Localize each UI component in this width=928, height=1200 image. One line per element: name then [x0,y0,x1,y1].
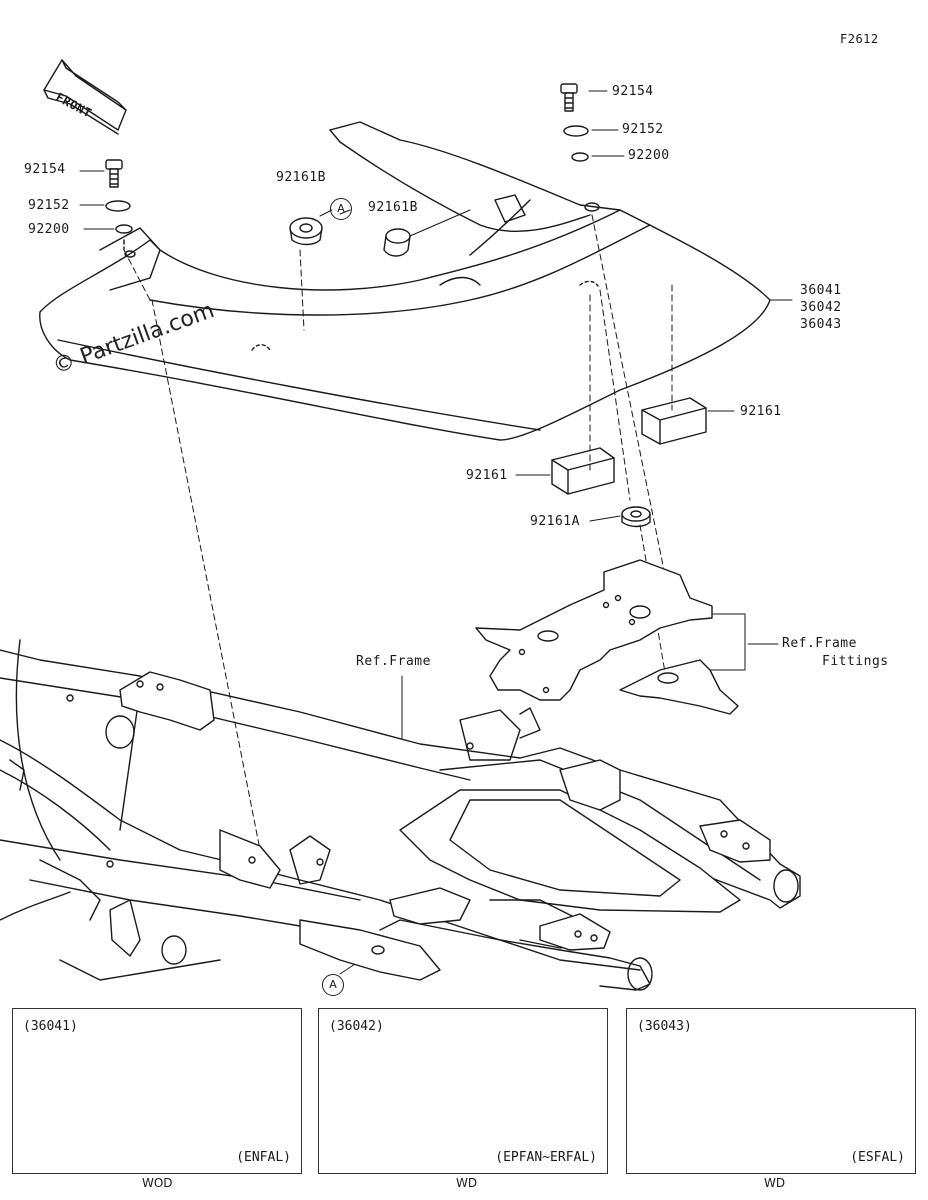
variant-box-36041: (36041) (ENFAL) [12,1008,302,1174]
grommet-b-upper-icon [289,217,323,246]
right-bolt-icon [560,83,578,112]
variant-tag: (ENFAL) [236,1150,291,1165]
ref-frame-fittings-line2: Fittings [822,654,889,669]
left-grommet-icon [115,224,133,234]
grommet-b-lower-icon [383,228,411,257]
variant-box-36042: (36042) (EPFAN~ERFAL) [318,1008,608,1174]
damper-block-right-icon [641,397,707,445]
variant-under-label: WOD [142,1176,173,1190]
part-label-right-bolt: 92154 [612,84,654,99]
variant-tag: (EPFAN~ERFAL) [495,1150,597,1165]
ref-frame-label: Ref.Frame [356,654,431,669]
part-label-left-bolt: 92154 [24,162,66,177]
variant-code: (36042) [329,1019,384,1034]
part-label-grommet-b2: 92161B [368,200,418,215]
figure-code: F2612 [840,32,879,46]
part-label-left-washer: 92152 [28,198,70,213]
callout-a-lower: A [322,974,344,996]
seat-cover-body [39,121,771,441]
main-frame [0,639,801,991]
part-label-right-grommet: 92200 [628,148,670,163]
variant-tag: (ESFAL) [850,1150,905,1165]
variant-under-label: WD [764,1176,786,1190]
callout-a-upper: A [330,198,352,220]
variant-code: (36043) [637,1019,692,1034]
variant-box-36043: (36043) (ESFAL) [626,1008,916,1174]
left-washer-icon [105,200,131,212]
part-label-damper-left: 92161 [466,468,508,483]
part-label-grommet-a: 92161A [530,514,580,529]
left-bolt-icon [105,159,123,188]
ref-frame-fittings-line1: Ref.Frame [782,636,857,651]
front-arrow-icon [43,59,127,135]
frame-fittings-bracket [475,559,739,715]
part-label-cover-1: 36041 [800,283,842,298]
part-label-right-washer: 92152 [622,122,664,137]
right-grommet-icon [571,152,589,162]
part-label-cover-3: 36043 [800,317,842,332]
part-label-left-grommet: 92200 [28,222,70,237]
variant-code: (36041) [23,1019,78,1034]
damper-block-left-icon [551,447,615,495]
part-label-cover-2: 36042 [800,300,842,315]
right-washer-icon [563,125,589,137]
grommet-a-icon [621,506,651,528]
variant-under-label: WD [456,1176,478,1190]
part-label-grommet-b1: 92161B [276,170,326,185]
part-label-damper-right: 92161 [740,404,782,419]
